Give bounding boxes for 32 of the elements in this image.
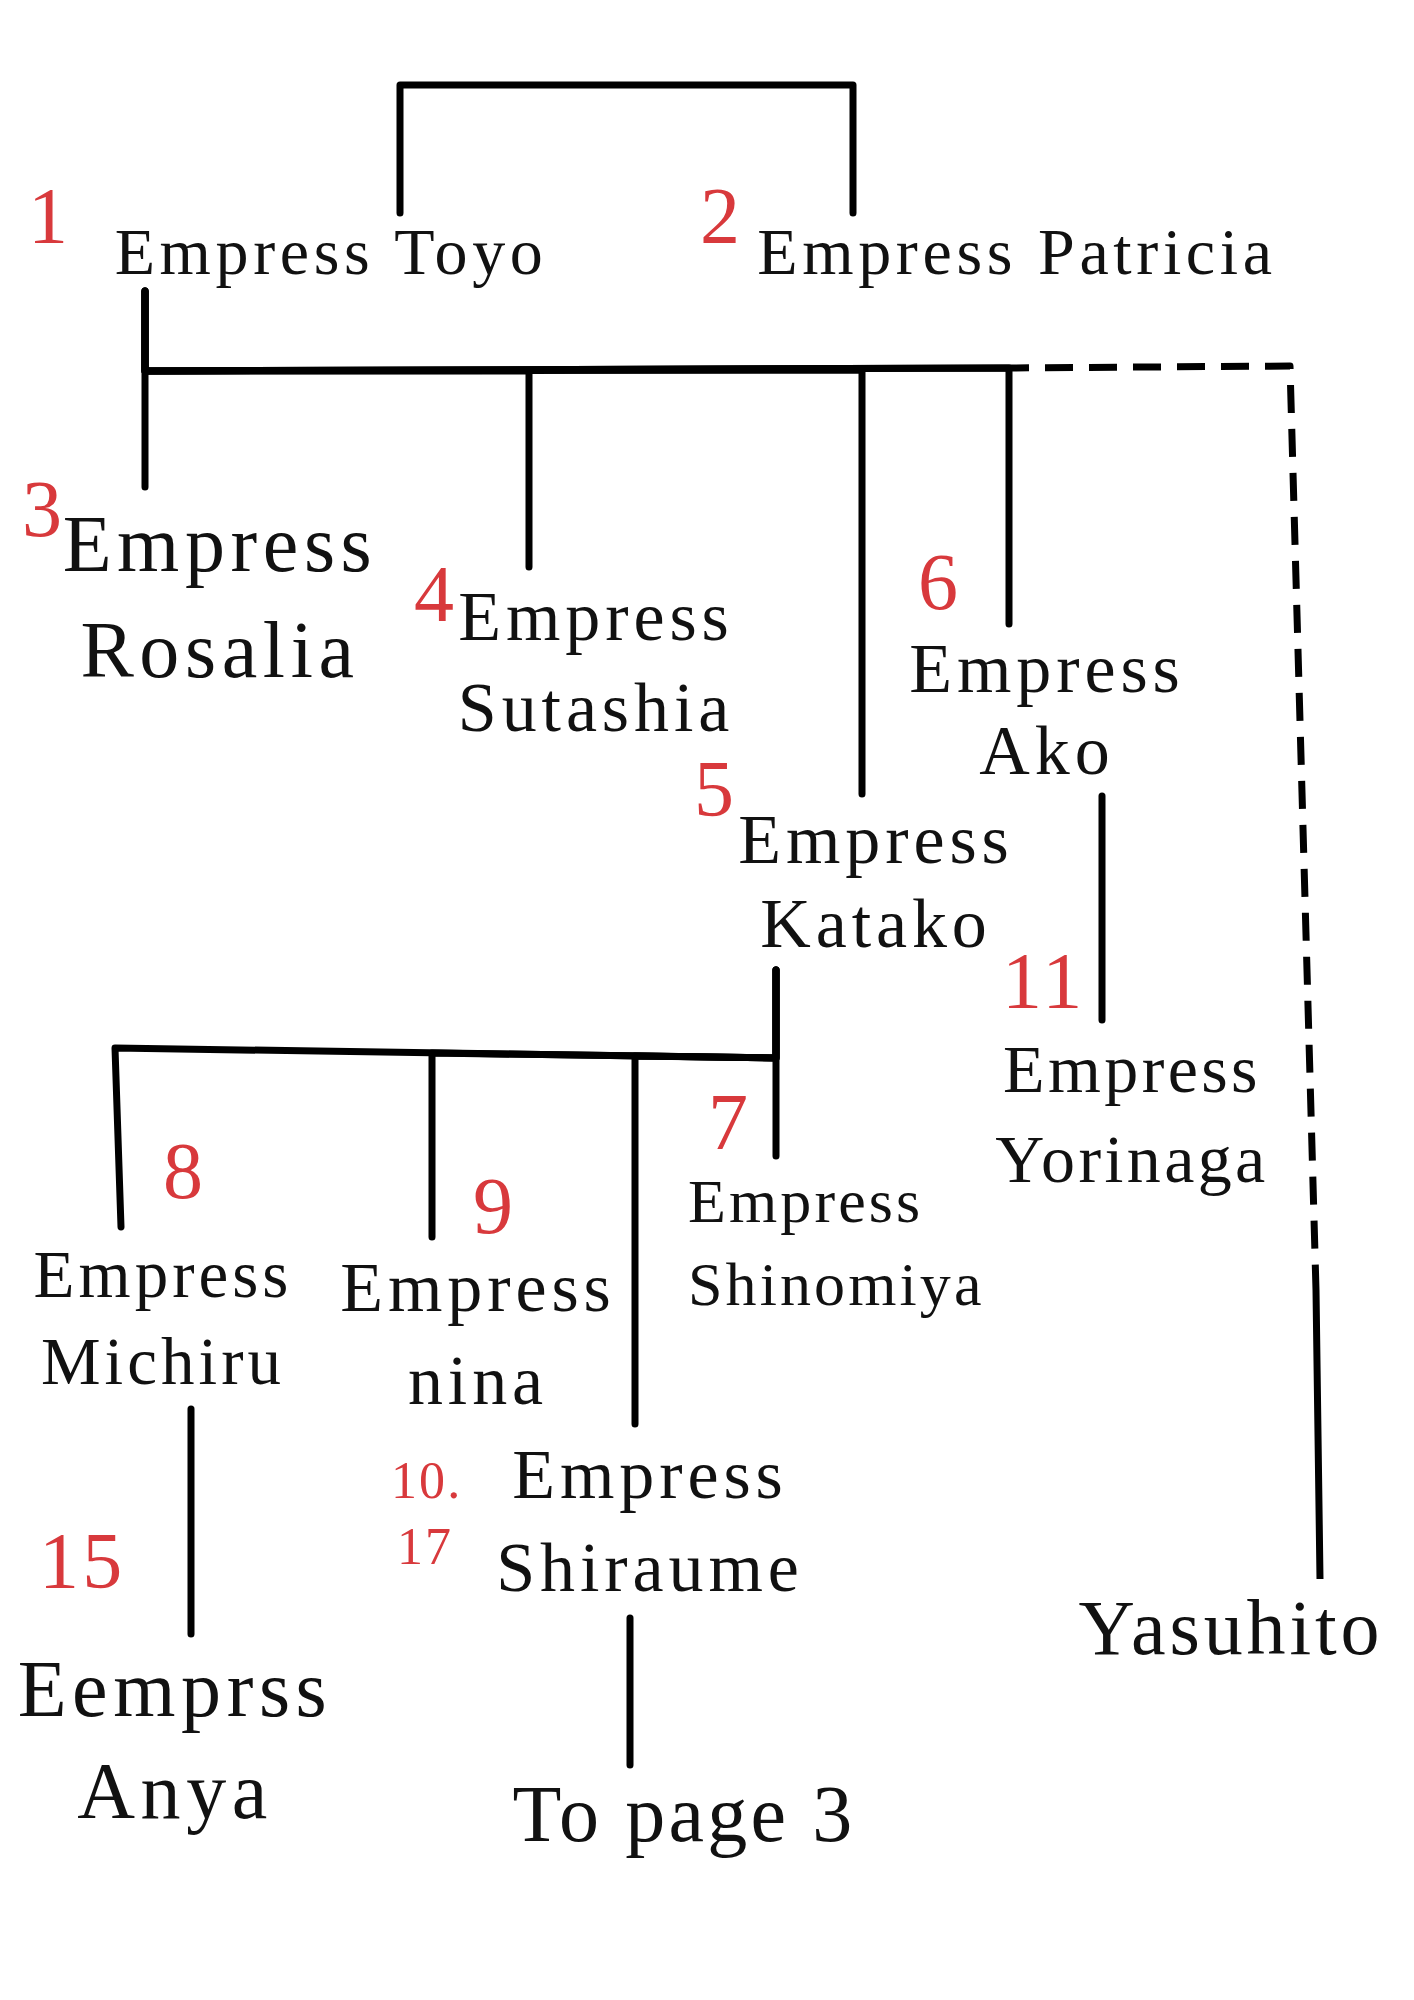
index-number: 15 bbox=[39, 1527, 126, 1595]
connector-line bbox=[187, 1405, 195, 1638]
person-name: Empress Rosalia bbox=[62, 491, 378, 703]
person-name: Empress Patricia bbox=[757, 217, 1277, 287]
connector-line bbox=[396, 81, 857, 217]
person-name: Yasuhito bbox=[1078, 1583, 1384, 1673]
page-reference: To page 3 bbox=[512, 1769, 856, 1859]
connector-line bbox=[626, 1614, 634, 1769]
index-number: 2 bbox=[700, 182, 740, 250]
connector-line bbox=[1098, 792, 1106, 1024]
connector-line bbox=[631, 966, 780, 1428]
person-name: Eemprss Anya bbox=[17, 1638, 333, 1842]
person-name: Empress Sutashia bbox=[457, 571, 735, 753]
index-number: 17 bbox=[397, 1525, 454, 1570]
index-number: 4 bbox=[414, 560, 454, 628]
index-number: 8 bbox=[163, 1137, 203, 1205]
index-number: 1 bbox=[28, 182, 68, 250]
person-name: Empress nina bbox=[340, 1241, 616, 1427]
index-number: 5 bbox=[694, 755, 734, 823]
person-name: Empress Shiraume bbox=[496, 1428, 804, 1614]
connector-line bbox=[141, 287, 1013, 628]
person-name: Empress Ako bbox=[909, 628, 1185, 792]
index-number: 10. bbox=[391, 1459, 463, 1504]
person-name: Empress Shinomiya bbox=[688, 1160, 985, 1326]
index-number: 6 bbox=[918, 548, 958, 616]
index-number: 7 bbox=[708, 1088, 748, 1156]
person-name: Empress Michiru bbox=[33, 1231, 293, 1405]
index-number: 3 bbox=[22, 475, 62, 543]
index-number: 9 bbox=[473, 1172, 513, 1240]
person-name: Empress Toyo bbox=[114, 217, 548, 287]
index-number: 11 bbox=[1002, 947, 1086, 1015]
person-name: Empress Yorinaga bbox=[995, 1024, 1269, 1204]
